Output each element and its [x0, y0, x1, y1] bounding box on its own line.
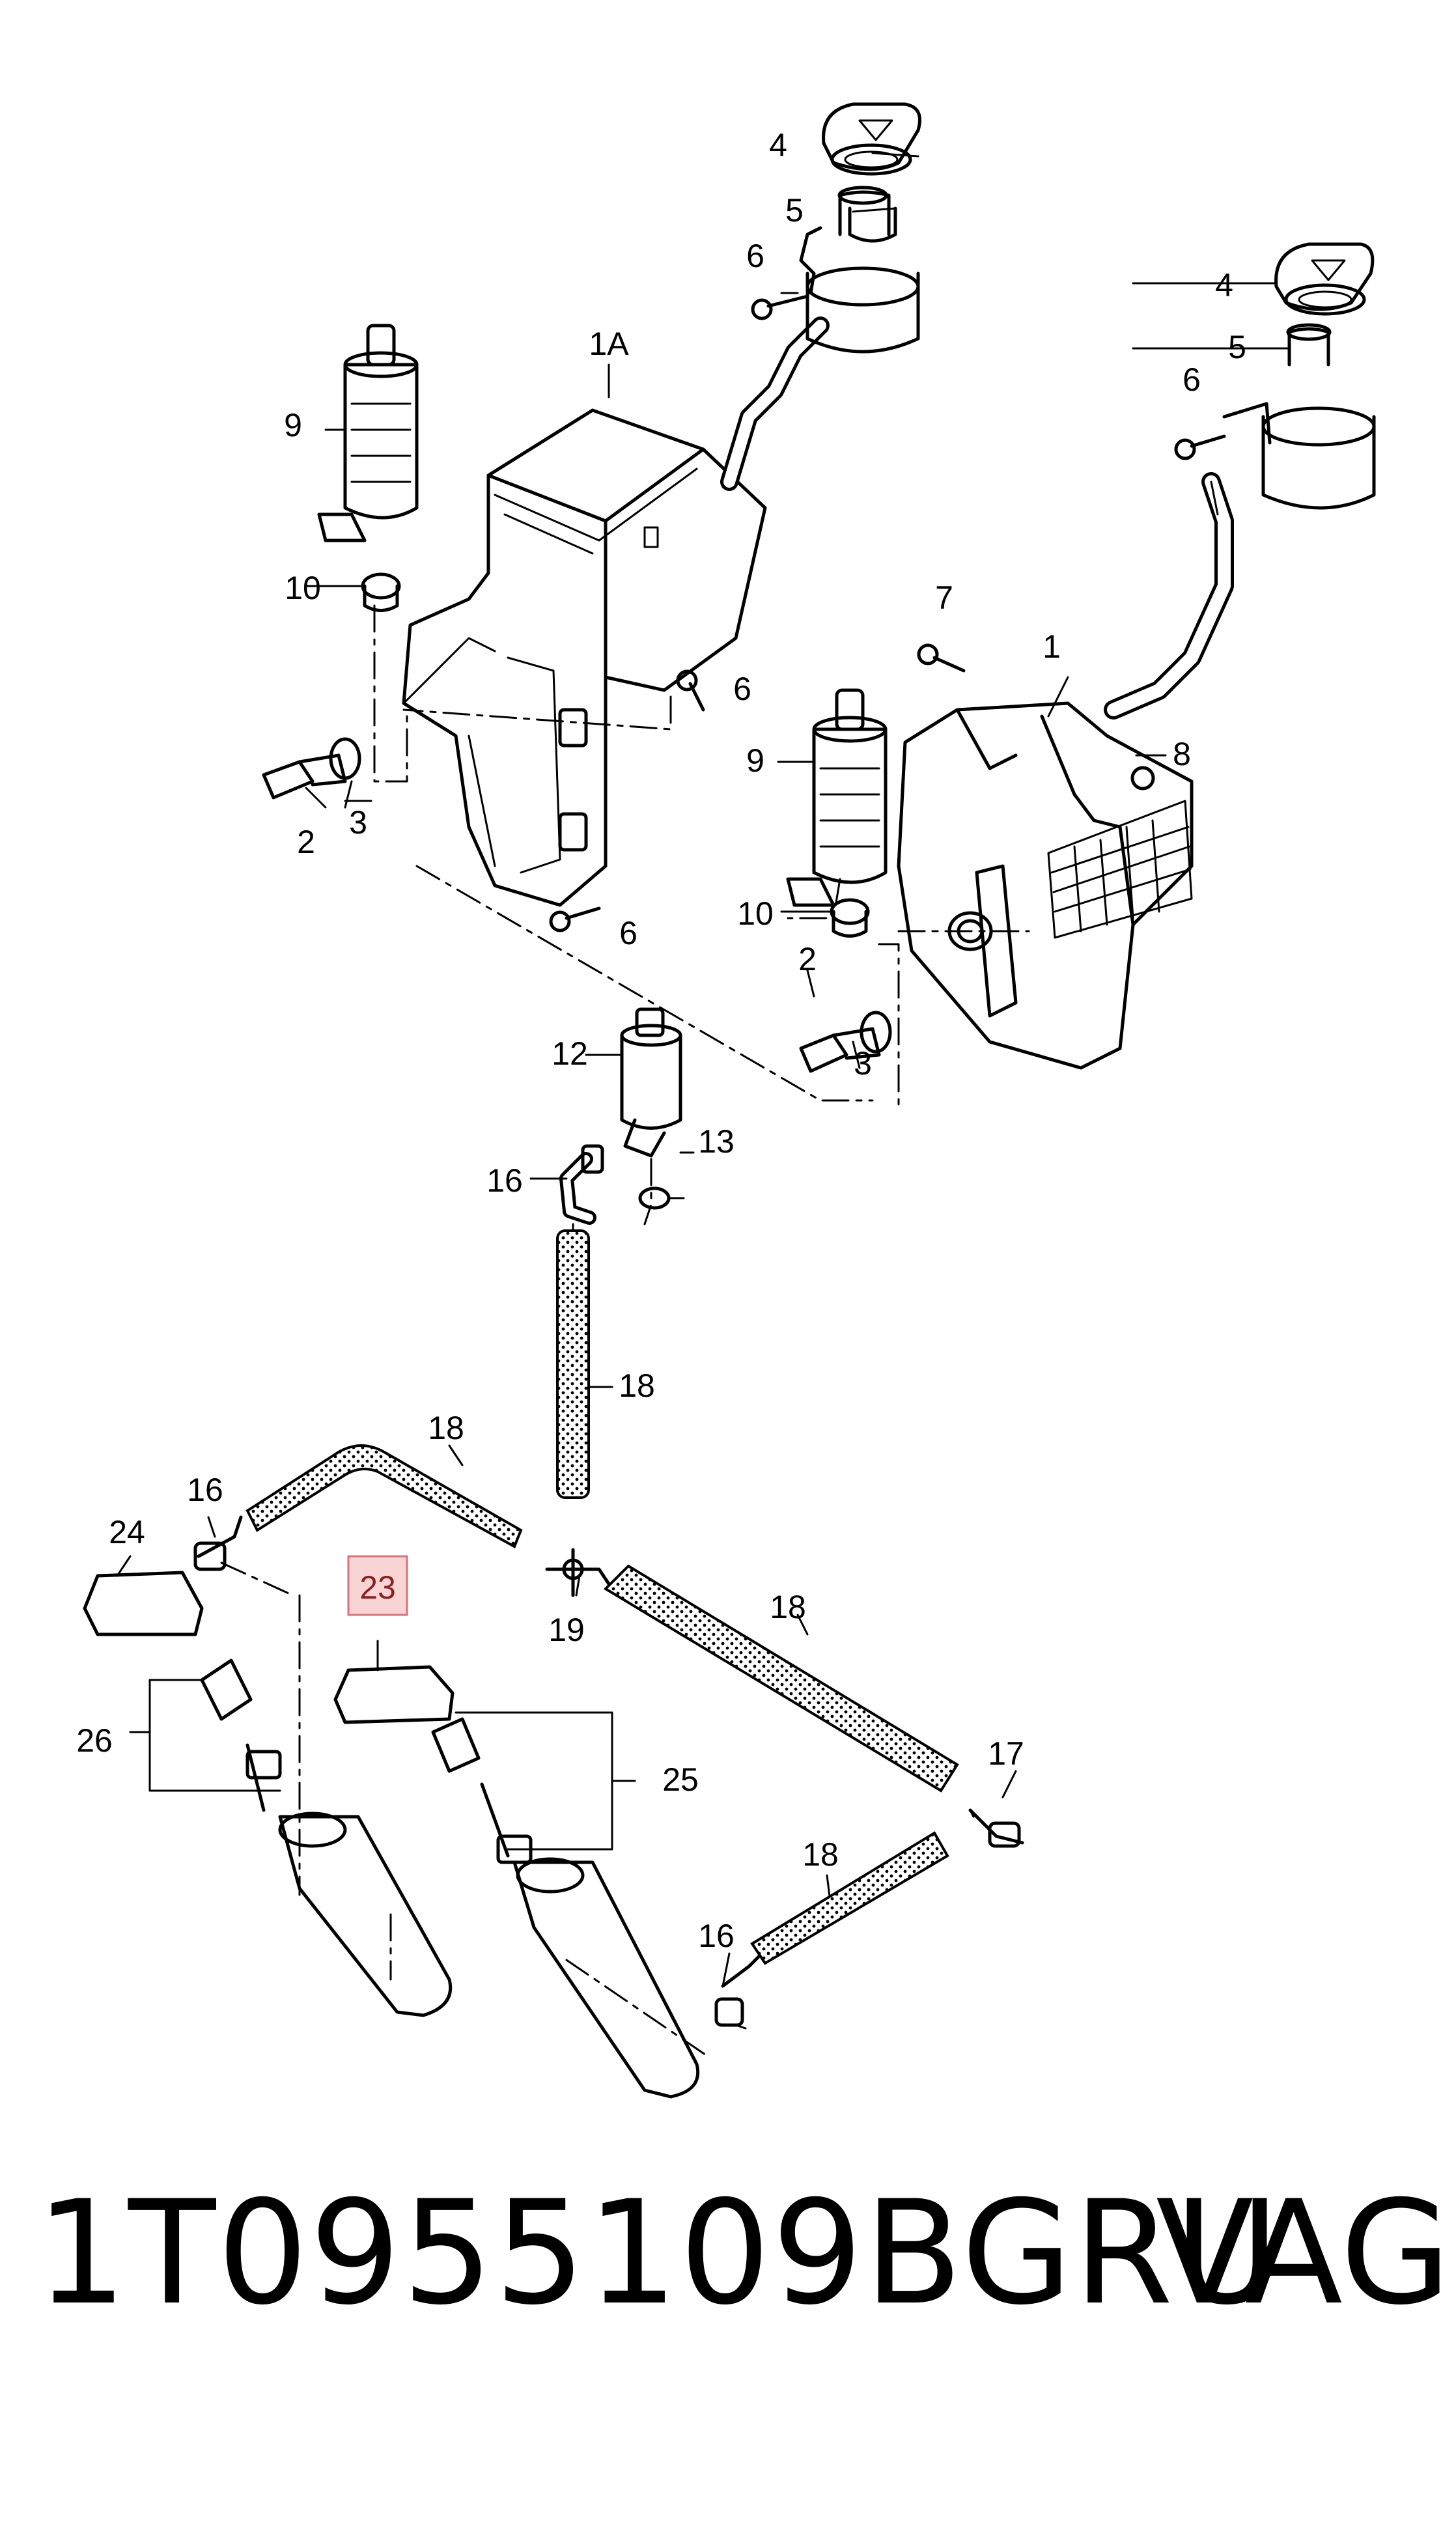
- cover-24: [83, 1571, 204, 1636]
- filler-cap-1: [1274, 242, 1375, 316]
- callout-16-left: 16: [187, 1472, 223, 1508]
- cover-23: [333, 1665, 455, 1724]
- nozzle-26: [200, 1658, 453, 2017]
- pump-9-right: [786, 688, 888, 907]
- callout-16-bottom: 16: [698, 1918, 735, 1954]
- callout-12: 12: [552, 1035, 588, 1072]
- elbow-16-left: [193, 1515, 243, 1571]
- leader-lines: [116, 152, 1291, 1987]
- reservoir-1: [897, 701, 1194, 1070]
- pump-12: [620, 1007, 682, 1158]
- nozzle-25: [431, 1717, 700, 2099]
- brand-label: VAG: [1156, 2170, 1451, 2336]
- callout-10-left: 10: [285, 570, 321, 606]
- hose-18-vertical: [556, 1229, 590, 1499]
- filler-neck-1: [1104, 323, 1376, 720]
- filler-cap-1a: [822, 102, 921, 243]
- callout-25: 25: [662, 1761, 699, 1798]
- callout-23-highlight: [347, 1555, 408, 1616]
- callout-16-top: 16: [486, 1162, 523, 1199]
- callout-23: 23: [359, 1569, 396, 1606]
- bracket-grid: [1047, 800, 1193, 939]
- t-piece-19: [545, 1548, 614, 1597]
- callout-8: 8: [1173, 736, 1191, 772]
- grommet-10-left: [361, 572, 401, 600]
- callout-6-right-top: 6: [1183, 361, 1201, 398]
- callout-9-right: 9: [746, 742, 764, 779]
- elbow-16-bottom: [714, 1952, 764, 2027]
- callout-2-left: 2: [297, 824, 315, 860]
- dash-dot-lines: [220, 604, 1030, 2059]
- callout-6-left-top: 6: [746, 238, 764, 274]
- callout-3-left: 3: [349, 804, 367, 841]
- grommet-10-right: [830, 898, 870, 925]
- hose-18-upper: [245, 1444, 523, 1548]
- callout-5-left: 5: [785, 192, 804, 229]
- sensor-2-left: [262, 737, 361, 800]
- callout-3-right: 3: [854, 1045, 872, 1082]
- reservoir-1a: [402, 408, 767, 907]
- callout-18-diagonal: 18: [770, 1589, 806, 1625]
- bolts: [549, 294, 1226, 932]
- callout-6-left-bottom: 6: [619, 915, 637, 951]
- callout-5-right: 5: [1228, 329, 1246, 365]
- grommet-13: [638, 1186, 671, 1210]
- hose-18-lower: [750, 1831, 949, 1965]
- callout-18-vertical: 18: [619, 1367, 655, 1404]
- part-number: 1T0955109BGRU: [36, 2170, 1281, 2336]
- callout-26: 26: [76, 1722, 113, 1759]
- elbow-16-top: [559, 1144, 604, 1225]
- callout-4-right: 4: [1215, 267, 1233, 303]
- callout-24: 24: [109, 1514, 145, 1550]
- callout-18-lower: 18: [802, 1836, 839, 1873]
- hose-18-diagonal: [603, 1564, 959, 1793]
- callout-18-upper: 18: [428, 1410, 464, 1446]
- callout-7: 7: [935, 580, 953, 616]
- filler-neck-1a: [720, 186, 920, 491]
- pump-9-left: [317, 324, 419, 542]
- callout-10-right: 10: [737, 895, 774, 932]
- callout-4-left: 4: [769, 127, 787, 163]
- hoses-18: [245, 1229, 959, 1965]
- elbow-17: [968, 1808, 1024, 1848]
- callout-1a: 1A: [589, 326, 629, 362]
- callout-1: 1: [1043, 628, 1061, 665]
- callout-19: 19: [548, 1612, 585, 1648]
- sensor-2-right: [799, 1011, 892, 1073]
- callout-13: 13: [698, 1123, 735, 1160]
- callout-2-right: 2: [798, 941, 817, 977]
- callouts: 1A 1 4 5 6 4 5 6 7 6 8 9 10 2 3 6 9 10 2…: [76, 127, 1246, 1954]
- callout-9-left: 9: [284, 407, 302, 443]
- callout-17: 17: [988, 1735, 1024, 1772]
- callout-6-mid: 6: [733, 671, 751, 707]
